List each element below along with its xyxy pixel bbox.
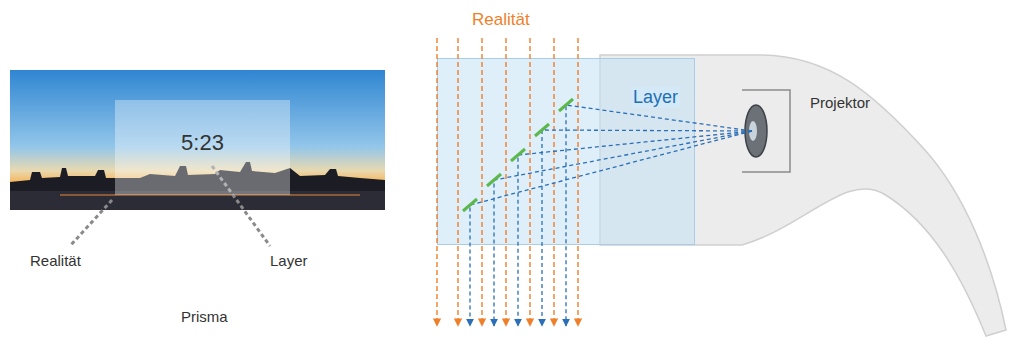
layer-rays	[470, 105, 752, 326]
reality-label: Realität	[30, 252, 81, 269]
mirror	[463, 199, 477, 211]
mirror	[487, 174, 501, 186]
reality-rays	[437, 38, 578, 326]
node-text: 5:23	[179, 130, 226, 156]
projector-lens	[749, 121, 757, 141]
mirror	[511, 149, 525, 161]
prism-block: Layer	[437, 58, 695, 245]
projector-label: Projektor	[810, 94, 870, 111]
mirror	[535, 124, 549, 136]
layer-ray	[542, 130, 752, 326]
reality-ray	[577, 38, 578, 326]
node-text: Layer	[631, 87, 680, 108]
leader-line	[70, 200, 112, 246]
prism-label: Prisma	[181, 308, 228, 325]
sunset-photo	[10, 70, 385, 210]
reality-ray	[436, 38, 437, 326]
reality-label: Realität	[472, 10, 530, 30]
layer-ray	[494, 131, 752, 326]
reality-ray	[481, 38, 482, 326]
reality-ray	[553, 38, 554, 326]
mirror	[559, 99, 573, 111]
overlay-box: 5:23	[115, 100, 290, 195]
layer-ray	[566, 105, 752, 326]
projector-lens	[745, 105, 767, 157]
reality-ray	[505, 38, 506, 326]
reality-ray	[457, 38, 458, 326]
projector-housing	[742, 90, 790, 172]
reality-ray	[529, 38, 530, 326]
layer-ray	[470, 131, 752, 326]
mirror-segments	[463, 99, 573, 211]
layer-ray	[518, 131, 752, 326]
layer-label: Layer	[270, 252, 308, 269]
